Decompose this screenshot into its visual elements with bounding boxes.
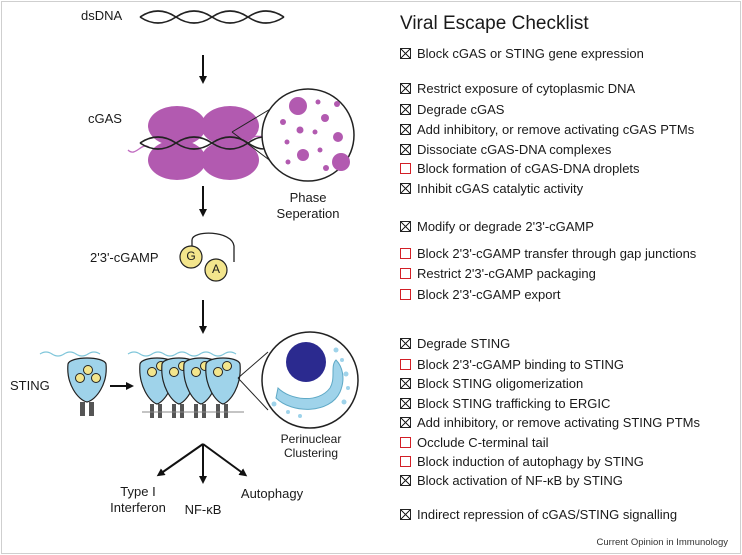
checked-box-icon (400, 220, 411, 232)
checklist-item-text: Add inhibitory, or remove activating STI… (417, 414, 700, 430)
checklist-item-text: Block 2'3'-cGAMP export (417, 286, 561, 302)
checklist-item-text: Dissociate cGAS-DNA complexes (417, 141, 612, 157)
checklist-item-text: Block induction of autophagy by STING (417, 453, 644, 469)
checklist-item: Restrict exposure of cytoplasmic DNA (400, 80, 635, 96)
checklist-item-text: Block cGAS or STING gene expression (417, 45, 644, 61)
checklist-item-text: Block 2'3'-cGAMP binding to STING (417, 356, 625, 372)
unchecked-box-icon (400, 455, 411, 467)
checklist-item: Modify or degrade 2'3'-cGAMP (400, 218, 594, 234)
sting-label: STING (10, 378, 50, 393)
checklist-item: Block 2'3'-cGAMP binding to STING (400, 356, 624, 372)
checklist-item: Block STING oligomerization (400, 375, 583, 391)
unchecked-box-icon (400, 288, 411, 300)
checked-box-icon (400, 377, 411, 389)
checklist-item-text: Inhibit cGAS catalytic activity (417, 180, 584, 196)
checklist-item: Add inhibitory, or remove activating cGA… (400, 121, 694, 137)
output-type-i-label: Type I (120, 484, 156, 499)
checklist-item: Inhibit cGAS catalytic activity (400, 180, 583, 196)
unchecked-box-icon (400, 247, 411, 259)
er-membrane (39, 351, 237, 357)
perinuclear-label-2: Clustering (283, 446, 339, 460)
checklist-item-text: Block activation of NF-κB by STING (417, 472, 623, 488)
checklist-title: Viral Escape Checklist (400, 13, 589, 34)
checklist-item-text: Indirect repression of cGAS/STING signal… (417, 506, 678, 522)
checked-box-icon (400, 508, 411, 520)
checklist-item-text: Modify or degrade 2'3'-cGAMP (417, 218, 594, 234)
checked-box-icon (400, 143, 411, 155)
checked-box-icon (400, 182, 411, 194)
cgamp-a-label: A (211, 262, 220, 276)
checked-box-icon (400, 82, 411, 94)
checklist-item-text: Add inhibitory, or remove activating cGA… (417, 121, 695, 137)
checklist-item-text: Block 2'3'-cGAMP transfer through gap ju… (417, 245, 697, 261)
cgamp-label: 2'3'-cGAMP (90, 250, 159, 265)
checklist-item-text: Degrade STING (417, 335, 511, 351)
checklist-item-text: Block STING trafficking to ERGIC (417, 395, 611, 411)
checklist-item-text: Block STING oligomerization (417, 375, 584, 391)
checklist-item: Block 2'3'-cGAMP transfer through gap ju… (400, 245, 696, 261)
checklist-item: Block formation of cGAS-DNA droplets (400, 160, 640, 176)
output-interferon-label: Interferon (110, 500, 166, 515)
checked-box-icon (400, 123, 411, 135)
checklist-item: Occlude C-terminal tail (400, 434, 549, 450)
output-autophagy-label: Autophagy (240, 486, 304, 501)
sting-monomer (67, 357, 107, 416)
checklist-item: Block 2'3'-cGAMP export (400, 286, 560, 302)
output-nfkb-label: NF-κB (184, 502, 222, 517)
checklist-item: Degrade STING (400, 335, 510, 351)
checklist-item-text: Restrict 2'3'-cGAMP packaging (417, 265, 596, 281)
cgamp-g-label: G (186, 249, 196, 263)
checklist-item: Block activation of NF-κB by STING (400, 472, 623, 488)
checklist-item: Block cGAS or STING gene expression (400, 45, 644, 61)
cgas-dna-complex (127, 106, 273, 180)
phase-separation-label-2: Seperation (276, 206, 340, 221)
perinuclear-label-1: Perinuclear (280, 432, 342, 446)
checklist-item: Block STING trafficking to ERGIC (400, 395, 610, 411)
checklist-item-text: Restrict exposure of cytoplasmic DNA (417, 80, 636, 96)
checklist-item: Block induction of autophagy by STING (400, 453, 644, 469)
unchecked-box-icon (400, 358, 411, 370)
cgamp-molecule (179, 232, 235, 282)
output-arrows (156, 443, 248, 484)
checklist-item: Indirect repression of cGAS/STING signal… (400, 506, 677, 522)
unchecked-box-icon (400, 436, 411, 448)
checklist-item: Add inhibitory, or remove activating STI… (400, 414, 700, 430)
checklist-item: Dissociate cGAS-DNA complexes (400, 141, 611, 157)
checked-box-icon (400, 474, 411, 486)
phase-separation-zoom (231, 88, 355, 182)
dsdna-label: dsDNA (81, 8, 123, 23)
phase-separation-label-1: Phase (289, 190, 327, 205)
checklist-item: Restrict 2'3'-cGAMP packaging (400, 265, 596, 281)
checklist-item-text: Block formation of cGAS-DNA droplets (417, 160, 640, 176)
checked-box-icon (400, 397, 411, 409)
checklist-item-text: Degrade cGAS (417, 101, 505, 117)
checklist-item-text: Occlude C-terminal tail (417, 434, 549, 450)
checked-box-icon (400, 337, 411, 349)
checked-box-icon (400, 103, 411, 115)
checked-box-icon (400, 47, 411, 59)
checked-box-icon (400, 416, 411, 428)
checklist-item: Degrade cGAS (400, 101, 504, 117)
cgas-label: cGAS (88, 111, 122, 126)
unchecked-box-icon (400, 267, 411, 279)
perinuclear-clustering-zoom (237, 331, 359, 429)
journal-footer: Current Opinion in Immunology (596, 537, 728, 548)
sting-oligomer (139, 357, 244, 418)
unchecked-box-icon (400, 162, 411, 174)
dsdna-helix (139, 10, 285, 24)
